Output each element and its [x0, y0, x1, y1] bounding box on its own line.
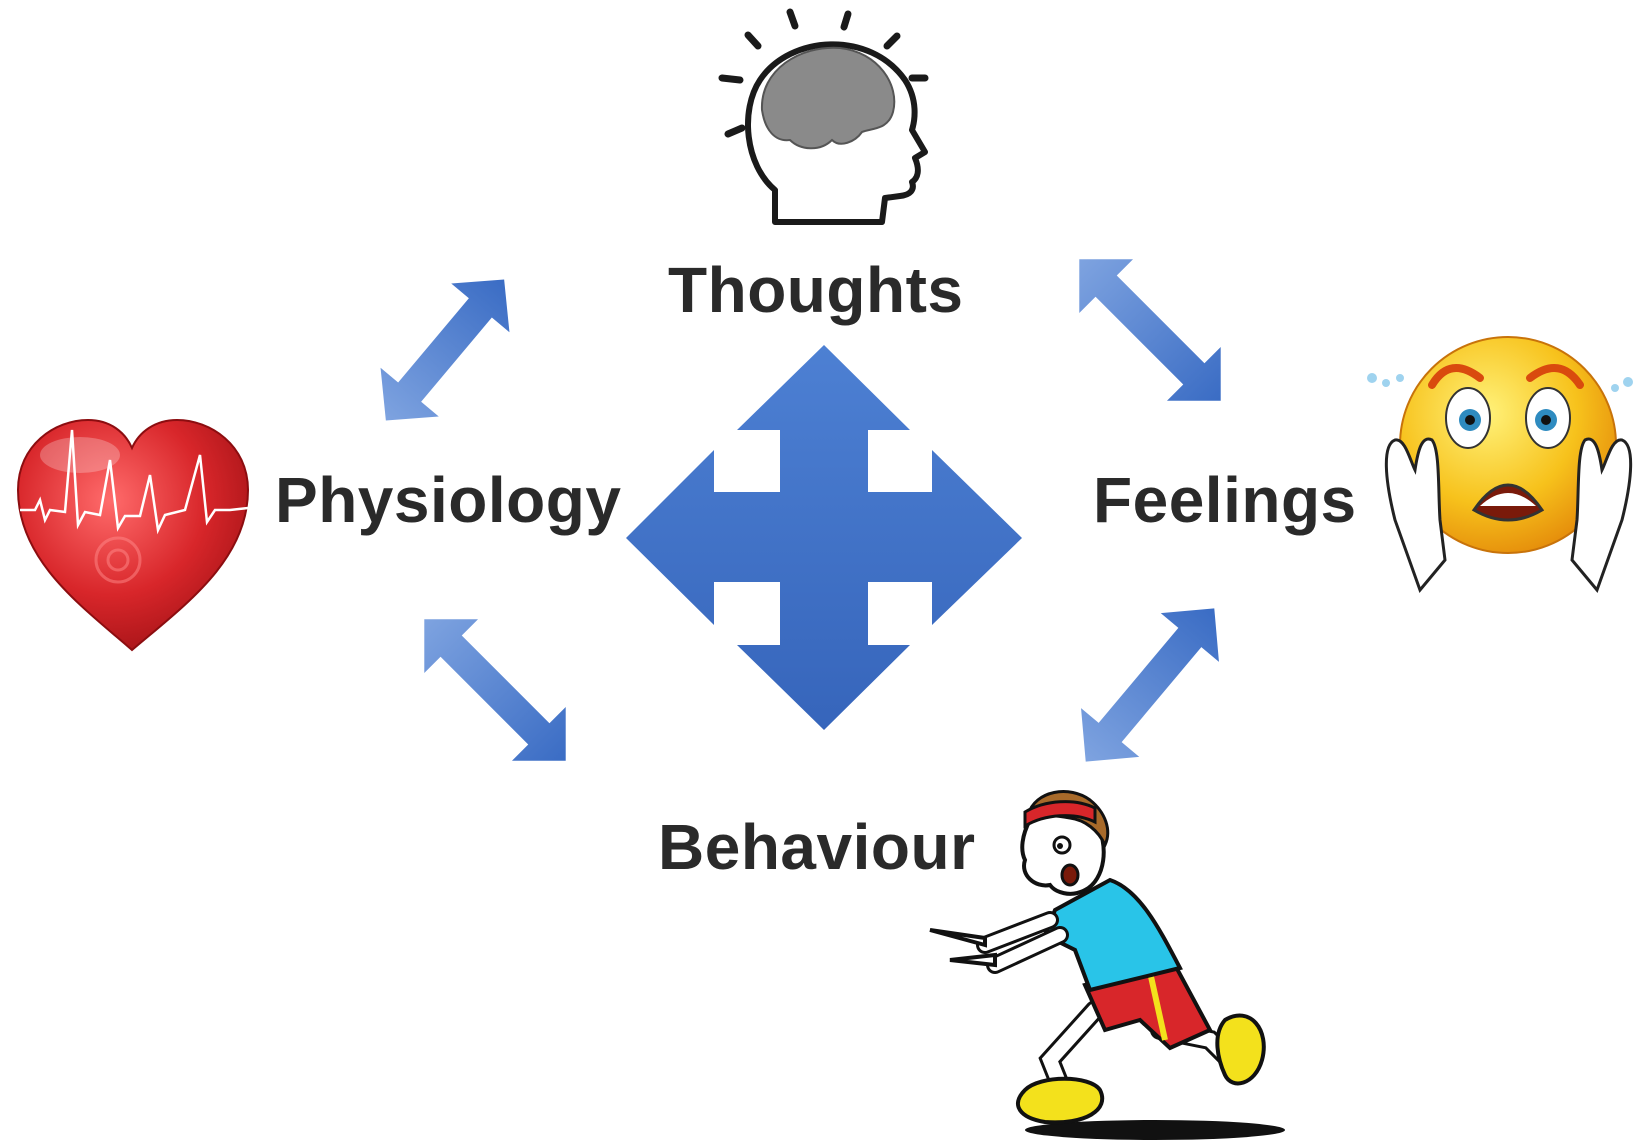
double-arrow-physiology-behaviour	[424, 619, 566, 761]
double-arrow-feelings-behaviour	[1081, 608, 1219, 762]
double-arrow-thoughts-physiology	[380, 279, 510, 421]
brain-head-icon	[718, 8, 929, 225]
double-arrow-thoughts-feelings	[1079, 259, 1221, 401]
thoughts-label: Thoughts	[668, 254, 964, 326]
physiology-label: Physiology	[275, 464, 622, 536]
heart-heartbeat-icon	[16, 418, 250, 652]
running-man-icon	[929, 790, 1285, 1140]
scared-face-icon	[1367, 336, 1633, 593]
feelings-label: Feelings	[1093, 464, 1357, 536]
four-way-arrow-icon	[626, 345, 1022, 730]
behaviour-label: Behaviour	[658, 811, 976, 883]
